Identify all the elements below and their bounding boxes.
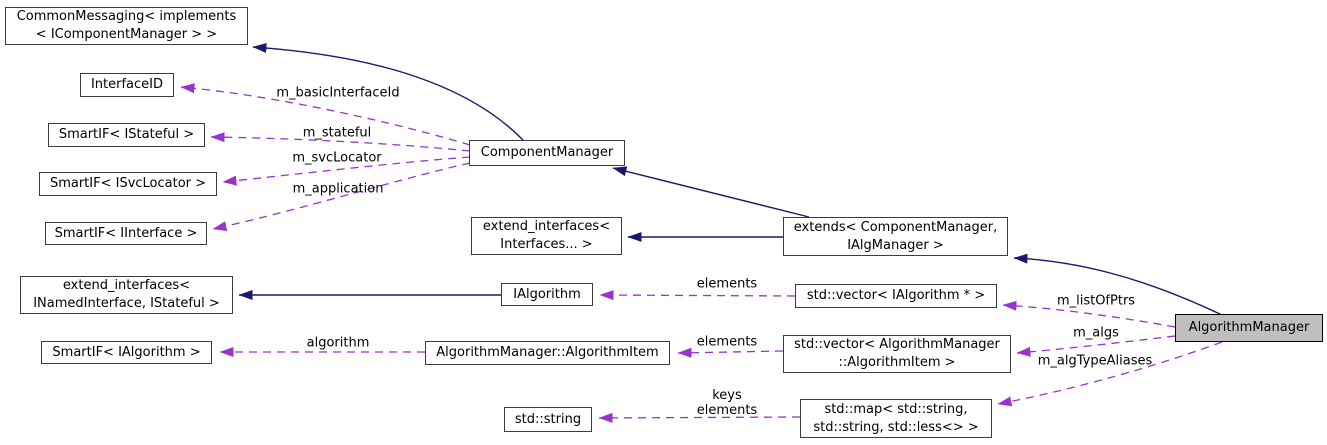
node-smartif-iinterface[interactable]: SmartIF< IInterface > — [45, 222, 207, 245]
usage-edge-m-algs — [1016, 335, 1176, 357]
node-algorithmmanager-current: AlgorithmManager — [1175, 314, 1323, 342]
edge-label-m-algs: m_algs — [1073, 325, 1119, 341]
usage-edge-m-svclocator — [222, 156, 471, 186]
node-vector-ialgorithm-ptr[interactable]: std::vector< IAlgorithm * > — [795, 284, 997, 308]
node-extends-componentmanager-ialgmanager[interactable]: extends< ComponentManager, IAlgManager > — [783, 217, 1008, 256]
node-smartif-ialgorithm[interactable]: SmartIF< IAlgorithm > — [41, 341, 212, 364]
edge-label-elements-vector-ialgorithm: elements — [696, 276, 758, 292]
usage-edge-m-application — [212, 162, 471, 232]
node-smartif-istateful[interactable]: SmartIF< IStateful > — [48, 123, 205, 147]
inheritance-edge-algorithmmanager-to-extends — [1013, 253, 1223, 316]
usage-edge-m-algtypealiases — [997, 341, 1223, 407]
node-commonmessaging[interactable]: CommonMessaging< implements < IComponent… — [5, 7, 248, 45]
usage-edge-m-stateful — [210, 132, 471, 152]
edge-label-keys-elements: keys elements — [696, 388, 758, 418]
edge-label-m-svclocator: m_svcLocator — [292, 150, 382, 166]
node-smartif-isvclocator[interactable]: SmartIF< ISvcLocator > — [39, 172, 217, 196]
inheritance-edge-extends-to-componentmanager — [612, 166, 810, 218]
edge-label-elements-vector-item: elements — [696, 334, 758, 350]
edge-label-m-stateful: m_stateful — [302, 125, 372, 141]
inheritance-edge-componentmanager-to-commonmessaging — [252, 42, 524, 141]
node-vector-algorithmitem[interactable]: std::vector< AlgorithmManager ::Algorith… — [783, 335, 1011, 373]
node-interfaceid[interactable]: InterfaceID — [80, 73, 174, 97]
usage-edge-elements-vector-item — [677, 347, 784, 358]
edge-label-m-listofptrs: m_listOfPtrs — [1056, 293, 1136, 309]
node-std-string[interactable]: std::string — [504, 407, 592, 432]
usage-edge-m-listofptrs — [1002, 300, 1176, 328]
node-componentmanager[interactable]: ComponentManager — [469, 140, 625, 166]
usage-edge-keys-elements — [598, 412, 801, 423]
usage-edge-m-basicinterfaceid — [180, 83, 471, 146]
edge-label-algorithm: algorithm — [306, 335, 370, 351]
usage-edge-elements-vector-ialgorithm — [599, 290, 796, 301]
edge-label-m-application: m_application — [292, 181, 384, 197]
node-extend-interfaces-variadic[interactable]: extend_interfaces< Interfaces... > — [471, 217, 622, 255]
node-std-map[interactable]: std::map< std::string, std::string, std:… — [800, 399, 992, 438]
node-algorithmmanager-algorithmitem[interactable]: AlgorithmManager::AlgorithmItem — [425, 341, 670, 365]
node-extend-interfaces-named[interactable]: extend_interfaces< INamedInterface, ISta… — [20, 276, 233, 314]
node-ialgorithm[interactable]: IAlgorithm — [501, 283, 593, 306]
edge-label-m-algtypealiases: m_algTypeAliases — [1037, 353, 1153, 369]
edge-label-m-basicinterfaceid: m_basicInterfaceId — [276, 85, 400, 101]
